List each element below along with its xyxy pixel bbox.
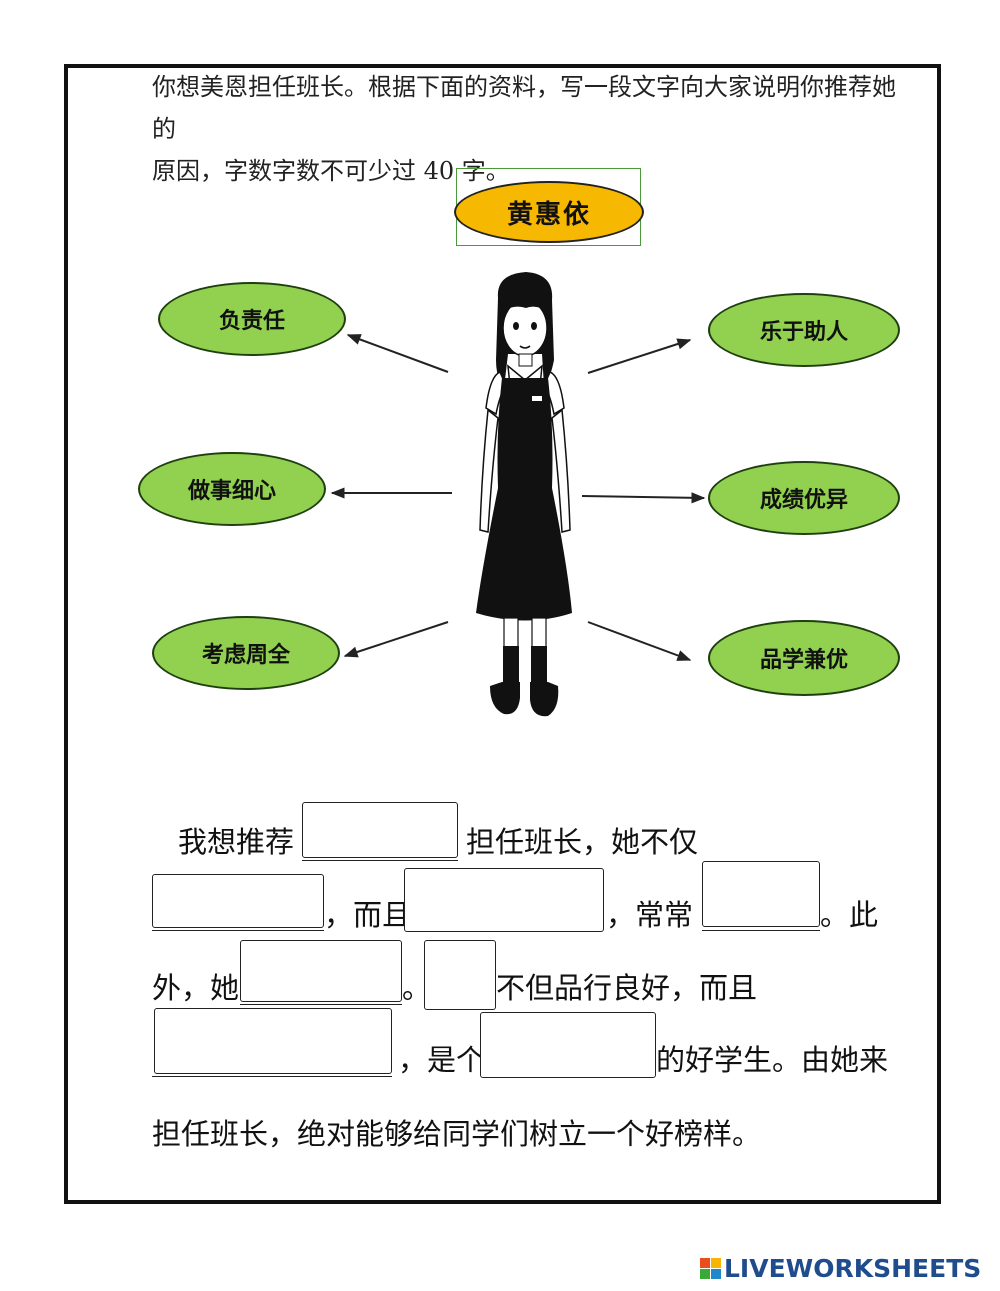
blank-underline-1 <box>302 860 458 861</box>
answer-blank-3[interactable] <box>404 868 604 932</box>
instruction-line-2: 原因，字数字数不可少过 40 字。 <box>152 157 510 185</box>
paragraph-text-3a: 外，她 <box>152 971 240 1005</box>
trait-oval-excellent-grades: 成绩优异 <box>708 461 900 535</box>
trait-oval-good-character: 品学兼优 <box>708 620 900 696</box>
arrow-to-trait-6 <box>587 621 692 661</box>
paragraph-text-5: 担任班长，绝对能够给同学们树立一个好榜样。 <box>152 1117 762 1151</box>
blank-underline-5 <box>240 1004 402 1005</box>
trait-label: 负责任 <box>218 309 285 334</box>
answer-blank-5[interactable] <box>240 940 402 1002</box>
answer-blank-4[interactable] <box>702 861 820 927</box>
trait-label: 成绩优异 <box>759 488 848 513</box>
paragraph-text-1a: 我想推荐 <box>178 825 295 859</box>
answer-blank-1[interactable] <box>302 802 458 858</box>
paragraph-text-3c: 不但品行良好，而且 <box>496 971 758 1005</box>
blank-underline-7 <box>152 1076 392 1077</box>
trait-oval-thoughtful: 考虑周全 <box>152 616 340 690</box>
arrow-to-trait-4 <box>587 338 692 374</box>
answer-blank-7[interactable] <box>154 1008 392 1074</box>
trait-oval-careful: 做事细心 <box>138 452 326 526</box>
trait-label: 考虑周全 <box>201 643 290 668</box>
worksheet-frame <box>64 64 941 1204</box>
blank-underline-2 <box>152 930 324 931</box>
trait-oval-responsible: 负责任 <box>158 282 346 356</box>
center-name-oval: 黄惠依 <box>454 181 644 243</box>
blank-underline-4 <box>702 930 820 931</box>
arrow-to-trait-3 <box>343 621 449 658</box>
instruction-line-1: 你想美恩担任班长。根据下面的资料，写一段文字向大家说明你推荐她的 <box>152 73 896 143</box>
answer-blank-2[interactable] <box>152 874 324 928</box>
paragraph-text-2c: 。此 <box>820 898 879 932</box>
instruction-text: 你想美恩担任班长。根据下面的资料，写一段文字向大家说明你推荐她的 原因，字数字数… <box>152 66 912 192</box>
paragraph-text-2b: ，常常 <box>606 898 694 932</box>
liveworksheets-brand: LIVEWORKSHEETS <box>700 1254 981 1283</box>
trait-oval-helpful: 乐于助人 <box>708 293 900 367</box>
student-girl-illustration <box>476 272 572 717</box>
center-name: 黄惠依 <box>506 199 591 230</box>
trait-label: 乐于助人 <box>759 320 848 345</box>
answer-blank-8[interactable] <box>480 1012 656 1078</box>
paragraph-text-2a: ，而且 <box>324 898 412 932</box>
liveworksheets-logo-icon <box>700 1257 721 1280</box>
arrow-to-trait-5 <box>581 492 706 504</box>
paragraph-text-1b: 担任班长，她不仅 <box>466 825 699 859</box>
answer-blank-6[interactable] <box>424 940 496 1010</box>
arrow-to-trait-1 <box>346 334 449 373</box>
brand-name: LIVEWORKSHEETS <box>724 1254 982 1283</box>
paragraph-text-4a: ，是个 <box>398 1043 486 1077</box>
trait-label: 品学兼优 <box>759 648 848 673</box>
trait-label: 做事细心 <box>187 479 276 504</box>
paragraph-text-4b: 的好学生。由她来 <box>656 1043 889 1077</box>
